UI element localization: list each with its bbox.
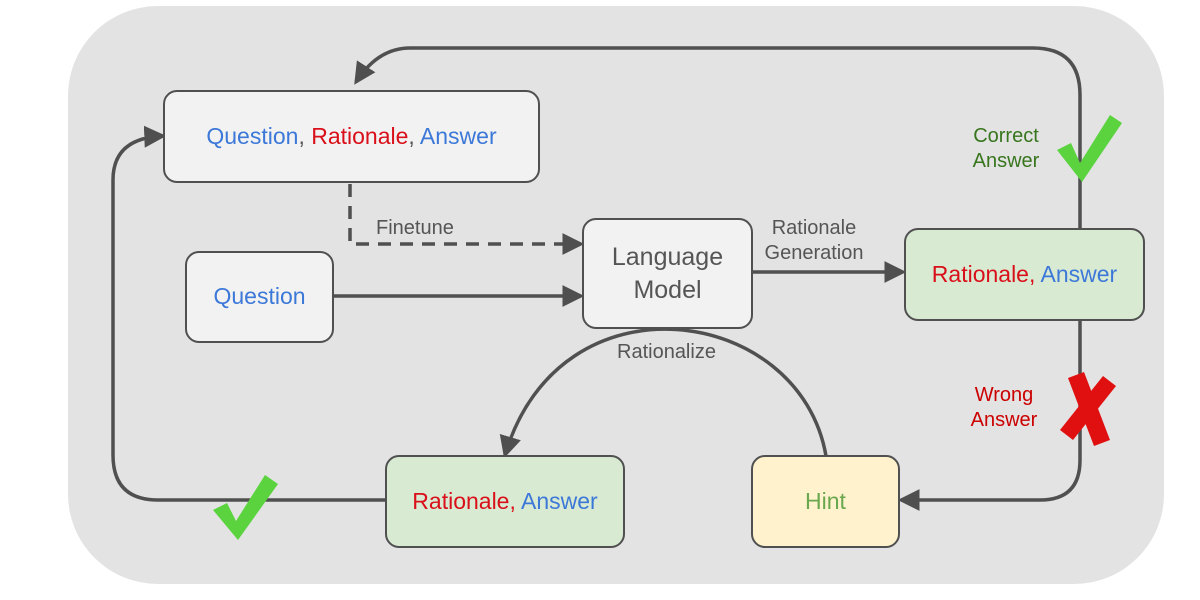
correct-answer-label: Correct Answer [964, 124, 1048, 174]
separator-comma: , [298, 122, 312, 149]
box-answer-text: Answer [419, 122, 497, 149]
correct-line-1: Correct [973, 125, 1039, 147]
cross-mark-icon [1060, 372, 1116, 446]
hint-box: Hint [751, 455, 900, 548]
wrong-line-2: Answer [970, 409, 1038, 431]
rationale-answer-box-right: Rationale, Answer [904, 228, 1145, 321]
check-mark-icon [213, 475, 278, 540]
separator-comma: , [408, 122, 420, 149]
rationale-text: Rationale, [412, 487, 516, 514]
rationale-text: Rationale, [931, 260, 1036, 287]
model-line-1: Language [611, 243, 724, 271]
answer-text: Answer [521, 487, 598, 514]
question-rationale-answer-box: Question, Rationale, Answer [163, 90, 540, 183]
wrong-loop-arrow [897, 321, 1082, 511]
box-question-text: Question [206, 122, 299, 149]
wrong-answer-label: Wrong Answer [962, 383, 1046, 433]
correct-loop-arrow [354, 46, 1082, 228]
box-rationale-text: Rationale [311, 122, 409, 149]
wrong-line-1: Wrong [974, 384, 1034, 406]
rationale-generation-label: Rationale Generation [752, 216, 876, 266]
check-mark-icon [1057, 115, 1122, 182]
question-box: Question [185, 251, 334, 343]
answer-text: Answer [1040, 260, 1118, 287]
rationale-generation-line-1: Rationale [771, 217, 857, 239]
correct-line-2: Answer [972, 150, 1040, 172]
rationale-answer-box-bottom: Rationale, Answer [385, 455, 625, 548]
rationalize-label: Rationalize [617, 341, 716, 363]
question-box-text: Question [213, 283, 306, 310]
rationale-generation-line-2: Generation [764, 242, 864, 264]
language-model-box: Language Model [582, 218, 753, 329]
correct-return-arrow [111, 125, 386, 502]
model-line-2: Model [633, 275, 702, 304]
finetune-label: Finetune [376, 217, 454, 239]
hint-text: Hint [805, 487, 846, 514]
rationalize-arrow [499, 327, 828, 459]
